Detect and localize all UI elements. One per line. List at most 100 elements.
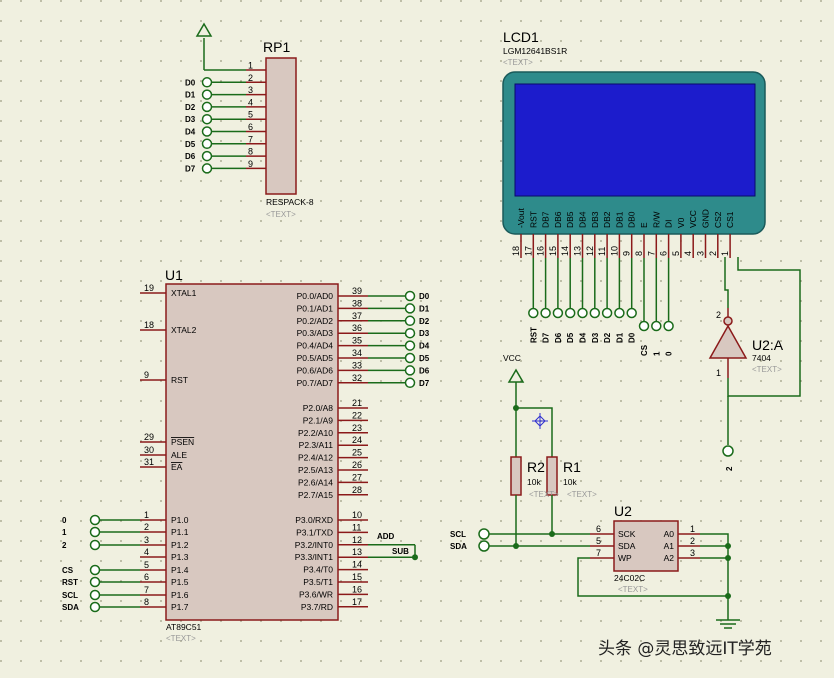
u1-pin-name: P2.1/A9 [303,415,334,425]
lcd-terminal[interactable] [651,320,662,332]
u1-p0-terminal[interactable] [404,365,416,376]
lcd-pin-number: 4 [683,251,693,256]
u1-p1-terminal[interactable] [89,514,101,526]
u1-p1-terminal[interactable] [89,576,101,588]
u2-body [613,520,679,572]
watermark-text: 头条 @灵思致远IT学苑 [598,639,772,659]
u1-p0-net-label: D6 [419,366,430,375]
u1-pin-number: 22 [352,410,362,420]
rp1-net-terminal[interactable] [201,101,213,113]
lcd-terminal-label: D0 [628,332,637,343]
lcd-pin-number: 13 [573,246,583,256]
lcd-terminal[interactable] [589,307,601,319]
rp1-pin-number: 5 [248,110,253,120]
u1-pin-number: 14 [352,560,362,570]
rp1-net-terminal[interactable] [201,126,213,137]
u1-pin-number: 33 [352,360,362,370]
u2a-inverter[interactable]: 2 1 U2:A 7404 <TEXT> 2 [708,257,801,471]
lcd-terminal[interactable] [540,307,551,319]
rp1-net-terminal[interactable] [201,163,213,174]
lcd-terminal-label: RST [529,327,538,343]
u2-pin-number: 1 [690,524,695,534]
u1-p0-terminal[interactable] [404,352,416,364]
rp1-net-label: D0 [185,78,196,87]
u1-pin-name: P3.5/T1 [303,577,333,587]
lcd-terminal[interactable] [552,307,564,319]
lcd-pin-name: R/W [651,211,661,228]
pullup-resistors[interactable]: VCC R2 10k <TEXT> R1 10k <TEXT> [503,353,597,546]
rp1-part: RESPACK-8 [266,197,314,207]
u1-p0-terminal[interactable] [404,377,416,389]
rp1-net-label: D6 [185,152,196,161]
lcd-terminal[interactable] [638,320,650,332]
lcd-pin-name: GND [701,209,711,228]
rp1-net-terminal[interactable] [201,113,213,125]
lcd-terminal[interactable] [601,307,613,319]
u1-p0-terminal[interactable] [404,327,416,339]
u2-pin-number: 3 [690,548,695,558]
lcd-terminal[interactable] [564,307,576,319]
u1-pin-name: PSEN [171,437,194,447]
u1-pin-number: 29 [144,432,154,442]
u1-pin-number: 31 [144,457,154,467]
u1-p0-terminal[interactable] [404,340,416,351]
lcd-terminal-label: 0 [665,351,674,356]
lcd-terminal[interactable] [626,307,637,319]
lcd-pin-name: V0 [676,217,686,228]
u1-pin-name: P0.5/AD5 [297,353,334,363]
u1-pin-name: P2.2/A10 [298,428,333,438]
u1-p1-terminal[interactable] [89,589,101,601]
u2a-pin-in: 1 [716,368,721,378]
u2-pin-number: 5 [596,536,601,546]
lcd-terminal[interactable] [528,307,539,319]
u1-p0-terminal[interactable] [404,315,416,327]
rp1-pin-number: 9 [248,159,253,169]
u1-pin-number: 9 [144,370,149,380]
net-label-sda: SDA [450,542,467,551]
u1-p0-terminal[interactable] [404,290,416,302]
lcd-pin-number: 11 [597,247,607,256]
rp1-net-terminal[interactable] [201,138,213,150]
r2-body[interactable] [510,456,522,496]
u2a-terminal[interactable] [722,445,734,457]
r2-value: 10k [527,477,541,487]
u1-p1-terminal[interactable] [89,564,101,576]
u1-body [165,283,339,621]
rp1-net-terminal[interactable] [201,77,213,88]
lcd-terminal[interactable] [614,307,625,319]
lcd-pin-number: 6 [659,251,669,256]
u1-p1-net-label: SDA [62,603,79,612]
rp1-net-terminal[interactable] [201,150,213,162]
terminal-sda[interactable] [478,540,490,552]
lcd-terminal[interactable] [663,320,674,332]
rp1-respack[interactable]: RP1 RESPACK-8 <TEXT> 12D03D14D25D36D47D5… [185,22,314,219]
lcd-pin-number: 1 [720,251,730,256]
lcd1-part: LGM12641BS1R [503,46,567,56]
u1-p1-terminal[interactable] [89,539,101,551]
lcd1-display[interactable]: LCD1 LGM12641BS1R <TEXT> -Vout18RST17DB7… [502,29,766,356]
lcd-pin-number: 10 [609,246,619,256]
lcd-pin-number: 9 [622,251,632,256]
lcd-pin-name: DB5 [565,211,575,228]
u1-p1-terminal[interactable] [89,526,101,538]
u1-pin-name: P0.3/AD3 [297,328,334,338]
rp1-net-label: D3 [185,115,196,124]
u1-pin-name: P3.4/T0 [303,565,333,575]
u1-p0-terminal[interactable] [404,303,416,314]
lcd-terminal[interactable] [577,307,588,319]
u1-pin-name: P1.4 [171,565,189,575]
u2a-reference: U2:A [752,337,784,353]
u1-pin-number: 5 [144,560,149,570]
int-label-add: ADD [377,532,395,541]
u1-pin-name: P0.0/AD0 [297,291,334,301]
u1-p1-net-label: 1 [62,528,67,537]
int-label-sub: SUB [392,547,409,556]
rp1-net-terminal[interactable] [201,89,213,100]
u1-pin-number: 10 [352,510,362,520]
u1-pin-number: 8 [144,597,149,607]
u1-p1-terminal[interactable] [89,601,101,613]
terminal-scl[interactable] [478,528,490,540]
